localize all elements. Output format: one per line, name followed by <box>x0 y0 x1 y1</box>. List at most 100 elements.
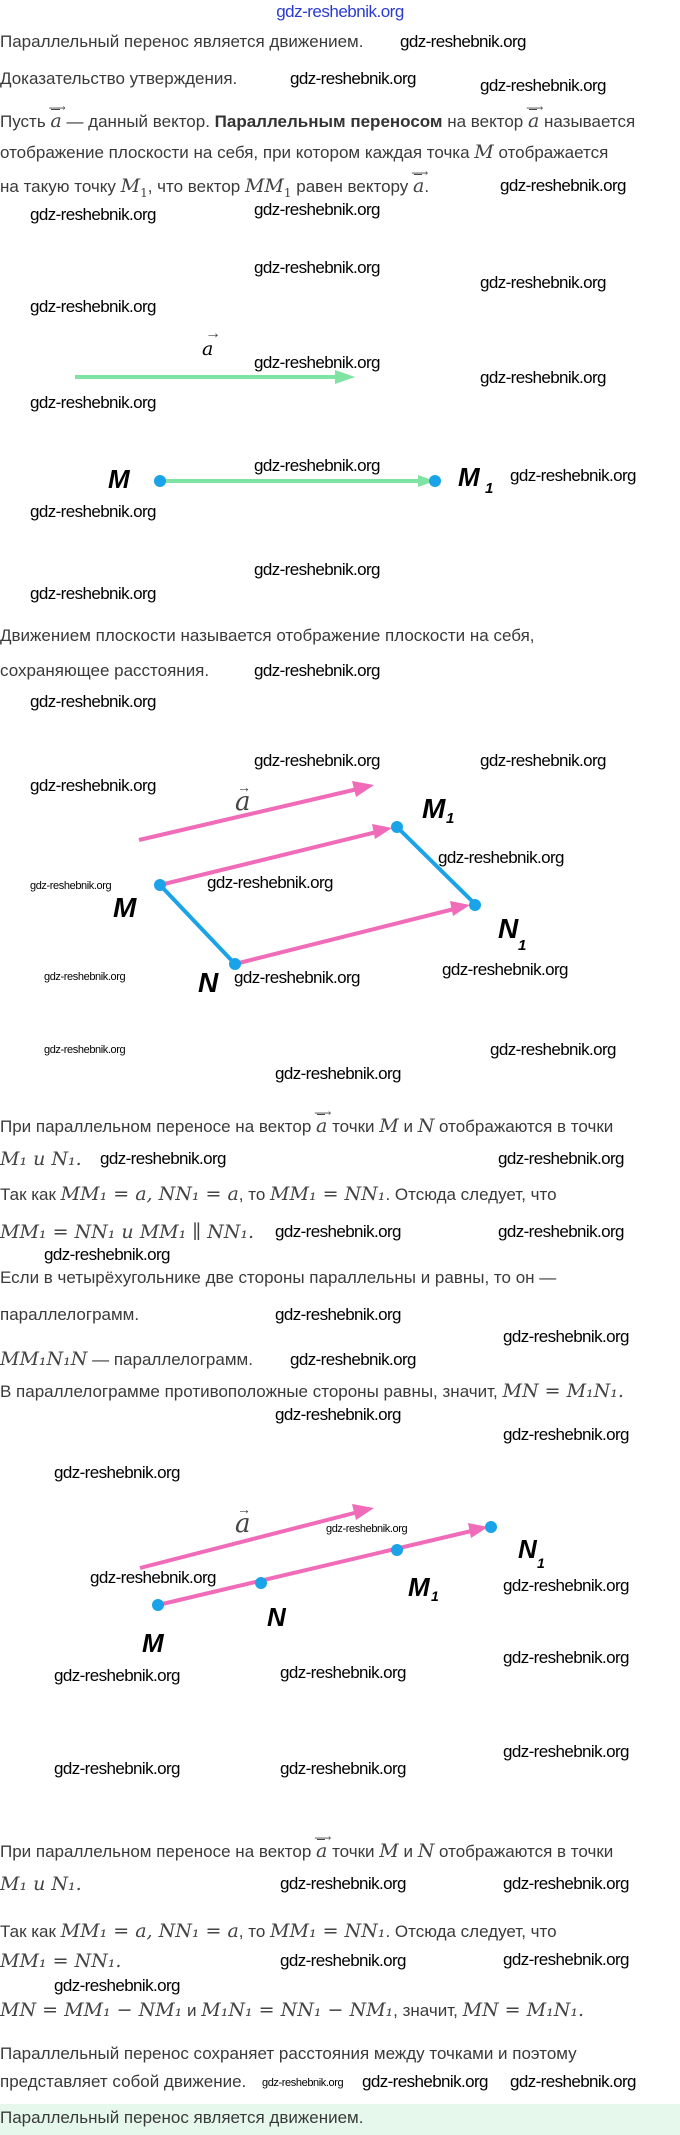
point-m <box>154 475 166 487</box>
watermark: gdz-reshebnik.org <box>30 584 156 603</box>
watermark: gdz-reshebnik.org <box>30 692 156 711</box>
text-line: M₁ и N₁. <box>0 1148 82 1170</box>
watermark: gdz-reshebnik.org <box>498 1222 624 1241</box>
watermark: gdz-reshebnik.org <box>54 1759 180 1778</box>
site-header-link[interactable]: gdz-reshebnik.org <box>276 2 404 21</box>
point-m1 <box>391 821 403 833</box>
label-m1-subscript: 1 <box>485 480 493 497</box>
watermark: gdz-reshebnik.org <box>275 1064 401 1083</box>
watermark: gdz-reshebnik.org <box>262 2077 344 2089</box>
line-mn1-arrowhead <box>468 1523 488 1538</box>
point-n1 <box>469 899 481 911</box>
vector-a-arrowhead <box>335 370 355 384</box>
motion-definition-2: сохраняющее расстояния. <box>0 661 210 680</box>
vector-nn1-arrowhead <box>450 901 470 916</box>
watermark: gdz-reshebnik.org <box>290 69 416 88</box>
label-n1-subscript: 1 <box>537 1555 545 1571</box>
watermark: gdz-reshebnik.org <box>503 1874 629 1893</box>
point-n <box>255 1577 267 1589</box>
watermark: gdz-reshebnik.org <box>480 368 606 387</box>
vector-a-label: a <box>202 338 213 360</box>
watermark: gdz-reshebnik.org <box>480 273 606 292</box>
point-n <box>229 958 241 970</box>
watermark: gdz-reshebnik.org <box>30 776 156 795</box>
point-m <box>154 879 166 891</box>
label-n1: N <box>498 913 519 944</box>
watermark: gdz-reshebnik.org <box>44 971 126 983</box>
text-line: Так как MM₁ = a, NN₁ = a, то MM₁ = NN₁. … <box>0 1920 557 1942</box>
text-line: MM₁ = NN₁ и MM₁ ∥ NN₁. <box>0 1221 254 1243</box>
vector-a-arrowhead <box>352 1504 374 1520</box>
watermark: gdz-reshebnik.org <box>275 1222 401 1241</box>
motion-definition-1: Движением плоскости называется отображен… <box>0 626 535 645</box>
point-m <box>152 1599 164 1611</box>
vector-nn1-arrow <box>234 905 463 966</box>
watermark: gdz-reshebnik.org <box>503 1425 629 1444</box>
watermark: gdz-reshebnik.org <box>400 32 526 51</box>
watermark: gdz-reshebnik.org <box>275 1405 401 1424</box>
text-line: MM₁N₁N — параллелограмм. <box>0 1348 253 1370</box>
watermark: gdz-reshebnik.org <box>503 1576 629 1595</box>
watermark: gdz-reshebnik.org <box>490 1040 616 1059</box>
vector-arrow-mark: → <box>205 325 221 342</box>
vector-a-arrowhead <box>352 781 374 797</box>
watermark: gdz-reshebnik.org <box>503 1648 629 1667</box>
watermark: gdz-reshebnik.org <box>500 176 626 195</box>
text-line: Так как MM₁ = a, NN₁ = a, то MM₁ = NN₁. … <box>0 1183 557 1205</box>
watermark: gdz-reshebnik.org <box>100 1149 226 1168</box>
watermark: gdz-reshebnik.org <box>44 1245 170 1264</box>
watermark: gdz-reshebnik.org <box>510 466 636 485</box>
vector-arrow-mark: → <box>237 1501 251 1517</box>
watermark: gdz-reshebnik.org <box>503 1327 629 1346</box>
watermark: gdz-reshebnik.org <box>480 76 606 95</box>
watermark: gdz-reshebnik.org <box>510 2072 636 2091</box>
definition-line-3: на такую точку M1, что вектор MM1 равен … <box>0 162 429 204</box>
diagram-parallelogram: a → M M 1 N 1 N <box>113 779 526 998</box>
watermark: gdz-reshebnik.org <box>438 848 564 867</box>
watermark: gdz-reshebnik.org <box>54 1976 180 1995</box>
vector-a-label: a <box>235 1509 251 1539</box>
label-m1-subscript: 1 <box>446 810 454 827</box>
vector-mm1-arrow <box>159 828 386 887</box>
text-line: Параллельный перенос сохраняет расстояни… <box>0 2044 577 2063</box>
watermark: gdz-reshebnik.org <box>503 1950 629 1969</box>
text-line: MN = MM₁ − NM₁ и M₁N₁ = NN₁ − NM₁, значи… <box>0 1999 584 2021</box>
text-line: параллелограмм. <box>0 1305 140 1324</box>
proof-title: Доказательство утверждения. <box>0 69 238 88</box>
watermark: gdz-reshebnik.org <box>30 297 156 316</box>
watermark: gdz-reshebnik.org <box>442 960 568 979</box>
watermark: gdz-reshebnik.org <box>30 393 156 412</box>
diagram-translation-vector: a → M M 1 <box>75 325 493 497</box>
vector-a-arrow <box>139 1509 363 1570</box>
watermark: gdz-reshebnik.org <box>254 661 380 680</box>
watermark: gdz-reshebnik.org <box>90 1568 216 1587</box>
watermark: gdz-reshebnik.org <box>254 258 380 277</box>
watermark: gdz-reshebnik.org <box>254 560 380 579</box>
line-mn1 <box>157 1527 481 1607</box>
watermark: gdz-reshebnik.org <box>280 1951 406 1970</box>
watermark: gdz-reshebnik.org <box>254 456 380 475</box>
label-n: N <box>198 967 219 998</box>
segment-mn <box>158 883 237 966</box>
vector-mm1-arrowhead <box>372 824 392 839</box>
conclusion-text: Параллельный перенос является движением. <box>0 2108 364 2127</box>
label-m: M <box>108 464 131 494</box>
watermark: gdz-reshebnik.org <box>30 880 112 892</box>
label-n1-subscript: 1 <box>518 937 526 954</box>
point-n1 <box>485 1521 497 1533</box>
text-line: В параллелограмме противоположные сторон… <box>0 1380 624 1402</box>
watermark: gdz-reshebnik.org <box>280 1663 406 1682</box>
watermark: gdz-reshebnik.org <box>234 968 360 987</box>
watermark: gdz-reshebnik.org <box>498 1149 624 1168</box>
point-m1 <box>429 475 441 487</box>
text-line: Если в четырёхугольнике две стороны пара… <box>0 1268 557 1287</box>
watermark: gdz-reshebnik.org <box>254 200 380 219</box>
watermark: gdz-reshebnik.org <box>290 1350 416 1369</box>
diagram-collinear: a → M N M 1 N 1 <box>139 1501 545 1658</box>
watermark: gdz-reshebnik.org <box>44 1044 126 1056</box>
label-m1: M <box>458 462 481 492</box>
vector-mm1-arrowhead <box>418 475 435 487</box>
label-m1: M <box>408 1572 431 1602</box>
watermark: gdz-reshebnik.org <box>254 353 380 372</box>
vector-arrow-mark: → <box>237 779 251 795</box>
